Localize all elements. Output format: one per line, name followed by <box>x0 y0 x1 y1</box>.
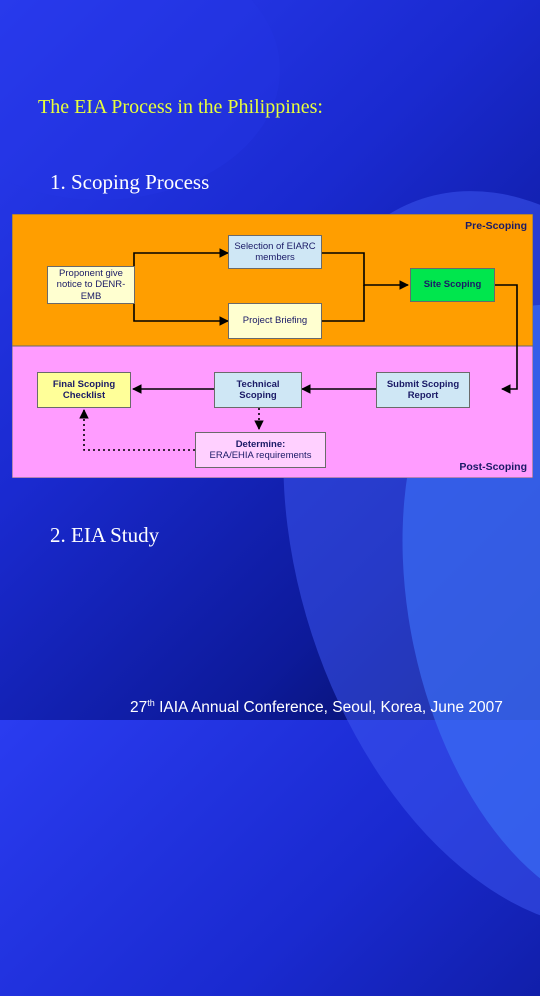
pre-scoping-label: Pre-Scoping <box>465 220 527 232</box>
node-determine-requirements: Determine: ERA/EHIA requirements <box>195 432 326 468</box>
node-final-scoping-checklist: Final Scoping Checklist <box>37 372 131 408</box>
node-submit-scoping-report: Submit Scoping Report <box>376 372 470 408</box>
section-heading-scoping: 1. Scoping Process <box>50 170 210 194</box>
footer-text: IAIA Annual Conference, Seoul, Korea, Ju… <box>154 699 503 717</box>
footer-number: 27 <box>130 699 148 717</box>
edge-briefing-site <box>322 285 365 322</box>
post-scoping-label: Post-Scoping <box>459 461 527 473</box>
slide-title: The EIA Process in the Philippines: <box>38 96 323 118</box>
node-technical-scoping: Technical Scoping <box>214 372 302 408</box>
node-site-scoping: Site Scoping <box>410 268 495 302</box>
edge-selection-site <box>322 252 409 290</box>
node-project-briefing: Project Briefing <box>228 303 322 339</box>
section-heading-eia-study: 2. EIA Study <box>50 523 160 547</box>
edge-determine-checklist <box>79 409 195 451</box>
determine-detail: ERA/EHIA requirements <box>209 450 312 461</box>
node-selection-eiarc: Selection of EIARC members <box>228 235 322 269</box>
scoping-process-diagram: Pre-Scoping Post-Scoping Proponent give … <box>12 214 533 478</box>
footer-conference: 27th IAIA Annual Conference, Seoul, Kore… <box>130 698 503 717</box>
node-proponent-notice: Proponent give notice to DENR-EMB <box>47 266 135 304</box>
determine-heading: Determine: <box>235 438 286 450</box>
footer-ordinal: th <box>147 698 155 708</box>
edge-site-submit <box>495 284 518 394</box>
